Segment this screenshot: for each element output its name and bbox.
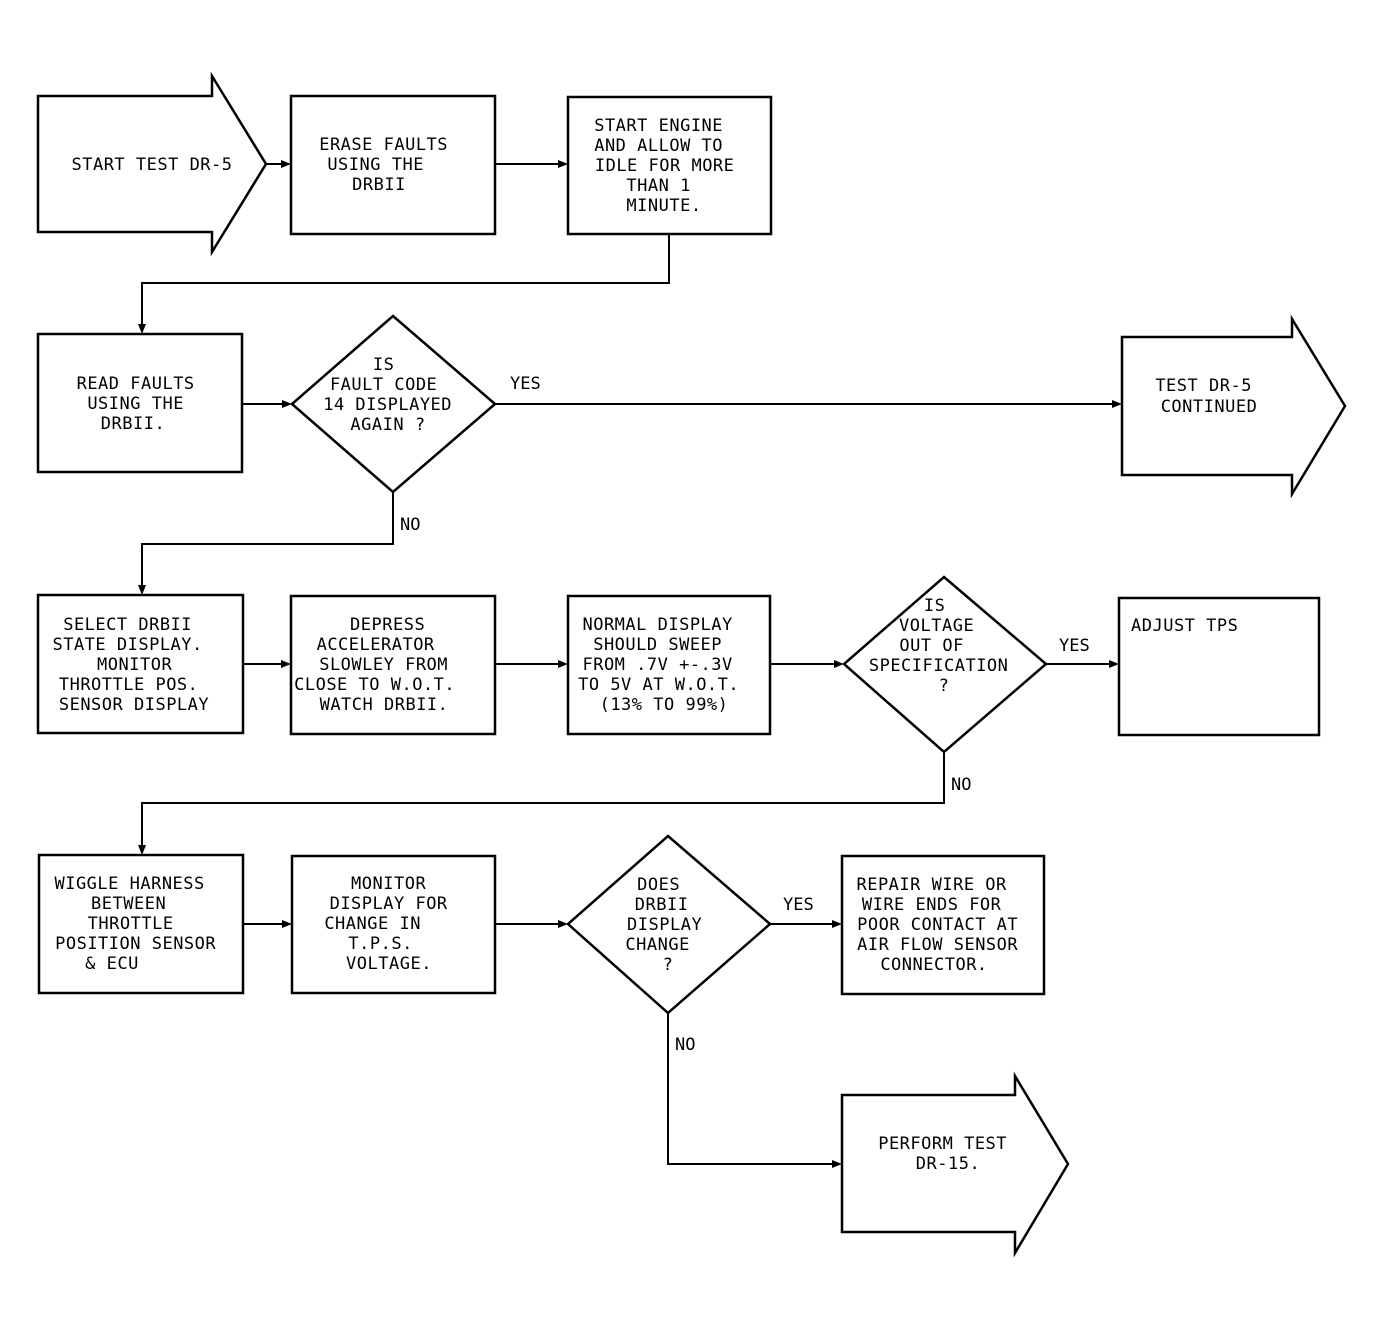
read-faults-box bbox=[36, 332, 244, 474]
start-engine-box bbox=[566, 95, 773, 236]
read-label: READ FAULTS USING THE DRBII. bbox=[77, 374, 206, 434]
continued-arrow-shape bbox=[1120, 314, 1347, 499]
normal-label: NORMAL DISPLAY SHOULD SWEEP FROM .7V +-.… bbox=[578, 615, 750, 715]
adjust-tps-box bbox=[1117, 596, 1321, 737]
edge-labels: YES NO YES NO YES NO bbox=[400, 374, 1090, 1055]
arrowheads bbox=[138, 160, 1122, 1168]
connector-no-select bbox=[141, 492, 394, 587]
arrowhead-icon bbox=[832, 1160, 842, 1168]
perform-test-arrow-shape bbox=[840, 1071, 1070, 1258]
repair-label: REPAIR WIRE OR WIRE ENDS FOR POOR CONTAC… bbox=[856, 875, 1028, 975]
voltage-decision-label: IS VOLTAGE OUT OF SPECIFICATION ? bbox=[869, 596, 1019, 696]
arrowhead-icon bbox=[558, 160, 568, 168]
start-label: START TEST DR-5 bbox=[71, 155, 232, 175]
edge-label-yes: YES bbox=[510, 374, 541, 394]
arrowhead-icon bbox=[138, 324, 146, 334]
connector-idle-read bbox=[141, 234, 670, 326]
wiggle-harness-box bbox=[37, 853, 245, 995]
monitor-display-box bbox=[290, 854, 497, 995]
arrowhead-icon bbox=[281, 660, 291, 668]
repair-wire-box bbox=[840, 854, 1046, 996]
monitor-label: MONITOR DISPLAY FOR CHANGE IN T.P.S. VOL… bbox=[324, 874, 458, 974]
arrowhead-icon bbox=[138, 585, 146, 595]
edge-label-yes: YES bbox=[1059, 636, 1090, 656]
edge-label-no: NO bbox=[400, 515, 420, 535]
arrowhead-icon bbox=[558, 660, 568, 668]
display-change-decision-diamond bbox=[566, 834, 772, 1015]
idle-label: START ENGINE AND ALLOW TO IDLE FOR MORE … bbox=[594, 116, 745, 216]
edge-label-yes: YES bbox=[783, 895, 814, 915]
node-shapes bbox=[36, 71, 1347, 1258]
adjust-label: ADJUST TPS bbox=[1131, 616, 1238, 636]
display-change-decision-label: DOES DRBII DISPLAY CHANGE ? bbox=[625, 875, 713, 975]
edge-label-no: NO bbox=[675, 1035, 695, 1055]
arrowhead-icon bbox=[282, 400, 292, 408]
arrowhead-icon bbox=[1109, 660, 1119, 668]
arrowhead-icon bbox=[138, 845, 146, 855]
erase-label: ERASE FAULTS USING THE DRBII bbox=[319, 135, 459, 195]
continued-label: TEST DR-5 CONTINUED bbox=[1155, 376, 1262, 417]
arrowhead-icon bbox=[282, 920, 292, 928]
wiggle-label: WIGGLE HARNESS BETWEEN THROTTLE POSITION… bbox=[54, 874, 226, 974]
arrowhead-icon bbox=[832, 920, 842, 928]
start-arrow-shape bbox=[36, 71, 268, 257]
arrowhead-icon bbox=[834, 660, 844, 668]
arrowhead-icon bbox=[1112, 400, 1122, 408]
select-label: SELECT DRBII STATE DISPLAY. MONITOR THRO… bbox=[52, 615, 213, 715]
arrowhead-icon bbox=[558, 920, 568, 928]
voltage-decision-diamond bbox=[842, 575, 1048, 754]
arrowhead-icon bbox=[281, 160, 291, 168]
perform-label: PERFORM TEST DR-15. bbox=[878, 1134, 1018, 1174]
normal-display-box bbox=[566, 594, 772, 736]
node-labels: START TEST DR-5 ERASE FAULTS USING THE D… bbox=[52, 116, 1262, 1174]
connectors bbox=[141, 163, 1114, 1165]
fault-code-decision-label: IS FAULT CODE 14 DISPLAYED AGAIN ? bbox=[323, 355, 463, 435]
select-drbii-box bbox=[36, 593, 245, 735]
connector-no-perform bbox=[667, 1013, 834, 1165]
connector-no-wiggle bbox=[141, 752, 945, 847]
erase-faults-box bbox=[289, 94, 497, 236]
edge-label-no: NO bbox=[951, 775, 971, 795]
depress-label: DEPRESS ACCELERATOR SLOWLEY FROM CLOSE T… bbox=[294, 615, 466, 715]
depress-accelerator-box bbox=[289, 594, 497, 736]
fault-code-decision-diamond bbox=[290, 314, 497, 494]
